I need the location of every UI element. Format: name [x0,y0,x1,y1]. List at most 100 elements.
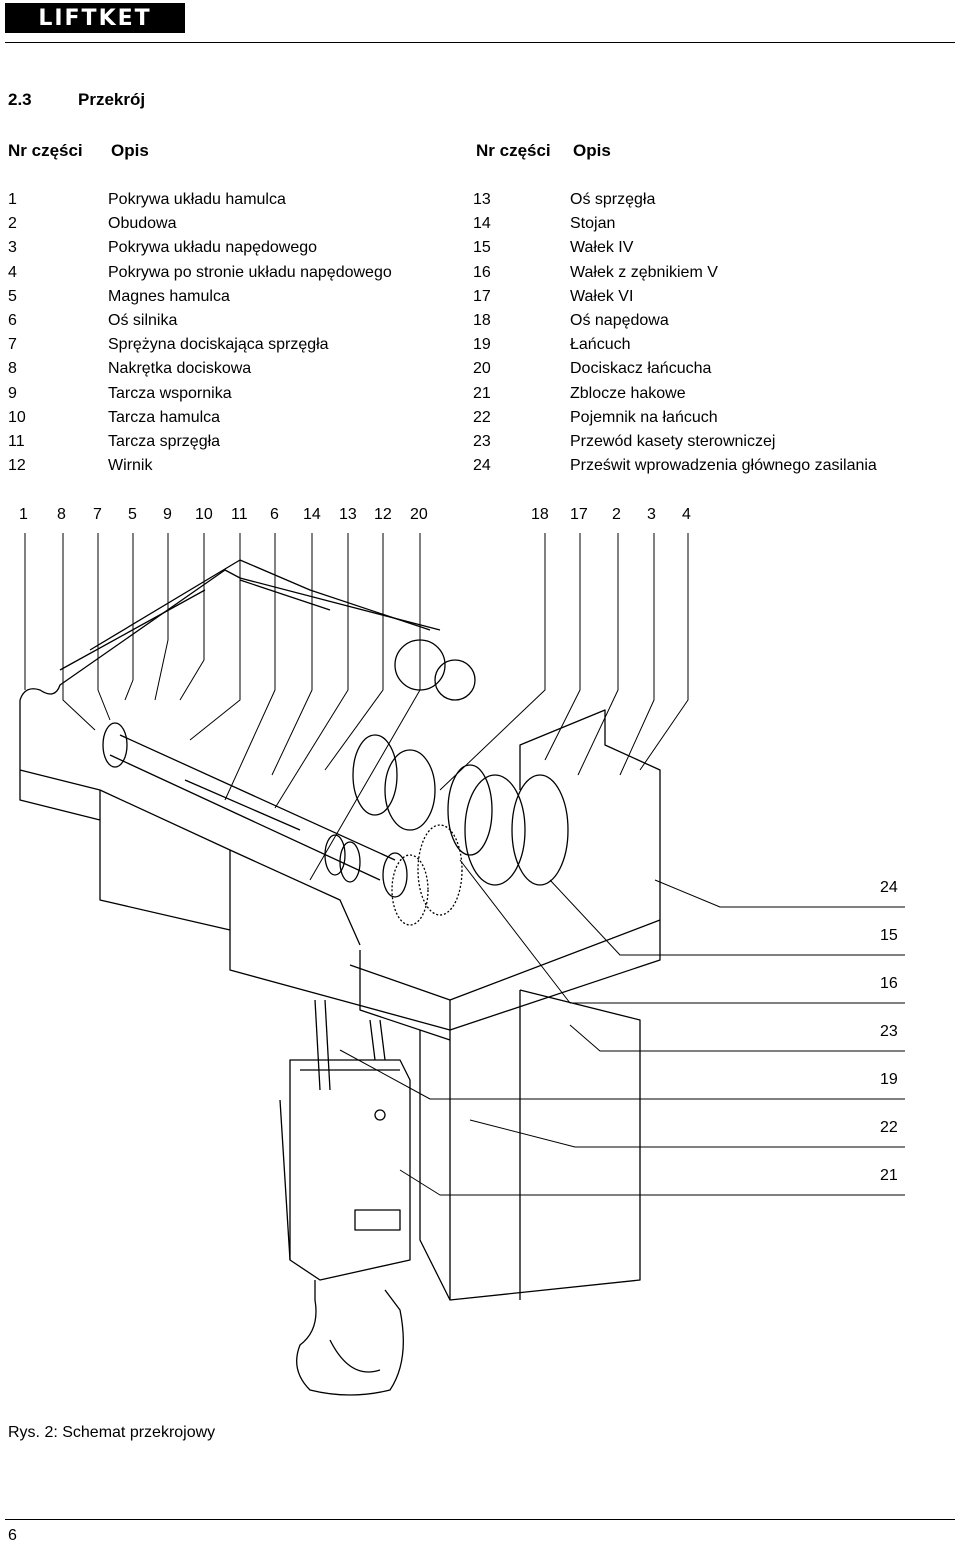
table-row: 2 Obudowa 14 Stojan [0,214,877,238]
callout-15: 15 [880,927,898,944]
section-title: Przekrój [78,90,146,109]
header-rule [5,42,955,43]
callout-4: 4 [682,506,691,523]
part-opis: Wirnik [108,457,153,475]
part-nr: 15 [473,239,491,257]
part-nr: 18 [473,311,491,329]
header-nr-left: Nr części [8,141,83,160]
part-nr: 5 [8,287,17,305]
motor-shaft [102,722,408,898]
part-opis: Sprężyna dociskająca sprzęgła [108,336,329,354]
callout-8: 8 [57,506,66,523]
figure-caption: Rys. 2: Schemat przekrojowy [8,1424,216,1441]
callout-16: 16 [880,975,898,992]
part-nr: 9 [8,384,17,402]
part-nr: 7 [8,336,17,354]
callout-10: 10 [195,506,213,523]
callout-7: 7 [93,506,102,523]
part-nr: 2 [8,215,17,233]
callout-6: 6 [270,506,279,523]
part-nr: 21 [473,384,491,402]
header-nr-right: Nr części [476,141,551,160]
header-opis-left: Opis [111,141,149,160]
part-opis: Przewód kasety sterowniczej [570,432,776,450]
part-opis: Oś napędowa [570,311,669,329]
part-opis: Stojan [570,215,616,233]
part-opis: Tarcza sprzęgła [108,432,221,450]
callout-24: 24 [880,879,898,896]
table-row: 1 Pokrywa układu hamulca 13 Oś sprzęgła [0,190,877,214]
part-nr: 13 [473,191,491,208]
callout-1: 1 [19,506,28,523]
chain-container [419,989,641,1301]
part-opis: Łańcuch [570,336,631,354]
gears [352,639,569,926]
callout-12: 12 [374,506,392,523]
part-nr: 17 [473,287,491,305]
part-nr: 19 [473,336,491,354]
part-opis: Prześwit wprowadzenia głównego zasilania [570,457,877,475]
callout-23: 23 [880,1023,898,1040]
part-opis: Oś sprzęgła [570,191,656,208]
part-nr: 6 [8,311,17,329]
part-opis: Wałek z zębnikiem V [570,263,718,281]
part-opis: Tarcza hamulca [108,408,221,426]
callout-11: 11 [231,506,248,523]
callout-17: 17 [570,506,588,523]
callout-5: 5 [128,506,137,523]
part-nr: 1 [8,191,17,208]
part-opis: Tarcza wspornika [108,384,232,402]
table-row: 12 Wirnik 24 Prześwit wprowadzenia głównego… [0,456,877,480]
part-opis: Dociskacz łańcucha [570,360,712,378]
part-nr: 8 [8,360,17,378]
part-nr: 14 [473,215,491,233]
table-row: 11 Tarcza sprzęgła 23 Przewód kasety sterow… [0,432,877,456]
callout-14: 14 [303,506,321,523]
chain [314,999,386,1091]
leader-lines [24,533,905,1196]
part-nr: 3 [8,239,17,257]
logo-text: LIFTKET [38,5,152,31]
table-row: 7 Sprężyna dociskająca sprzęgła 19 Łańcuch [0,335,877,359]
part-nr: 4 [8,263,17,281]
part-opis: Pokrywa układu napędowego [108,239,318,257]
part-opis: Wałek IV [570,239,634,257]
table-row: 3 Pokrywa układu napędowego 15 Wałek IV [0,238,877,262]
part-opis: Obudowa [108,215,177,233]
part-nr: 23 [473,432,491,450]
part-nr: 24 [473,457,491,475]
part-nr: 12 [8,457,26,475]
part-opis: Zblocze hakowe [570,384,686,402]
part-opis: Wałek VI [570,287,634,305]
hook-block [279,1059,411,1396]
page-number: 6 [8,1527,17,1544]
header-opis-right: Opis [573,141,611,160]
part-opis: Oś silnika [108,311,178,329]
part-nr: 10 [8,408,26,426]
callout-9: 9 [163,506,172,523]
parts-table: 1 Pokrywa układu hamulca 13 Oś sprzęgła 2 Ob… [0,190,877,480]
callout-22: 22 [880,1119,898,1136]
table-row: 9 Tarcza wspornika 21 Zblocze hakowe [0,384,877,408]
part-nr: 16 [473,263,491,281]
callout-20: 20 [410,506,428,523]
section-number: 2.3 [8,90,32,109]
footer-rule [5,1519,955,1520]
part-nr: 22 [473,408,491,426]
part-opis: Pokrywa po stronie układu napędowego [108,263,392,281]
liftket-logo: LIFTKET [5,3,185,33]
table-row: 6 Oś silnika 18 Oś napędowa [0,311,877,335]
part-opis: Magnes hamulca [108,287,230,305]
table-row: 5 Magnes hamulca 17 Wałek VI [0,287,877,311]
callout-19: 19 [880,1071,898,1088]
part-opis: Nakrętka dociskowa [108,360,252,378]
part-nr: 11 [8,432,25,450]
housing [19,559,661,1041]
callout-2: 2 [612,506,621,523]
callout-21: 21 [880,1167,898,1184]
callout-3: 3 [647,506,656,523]
part-opis: Pokrywa układu hamulca [108,191,286,208]
